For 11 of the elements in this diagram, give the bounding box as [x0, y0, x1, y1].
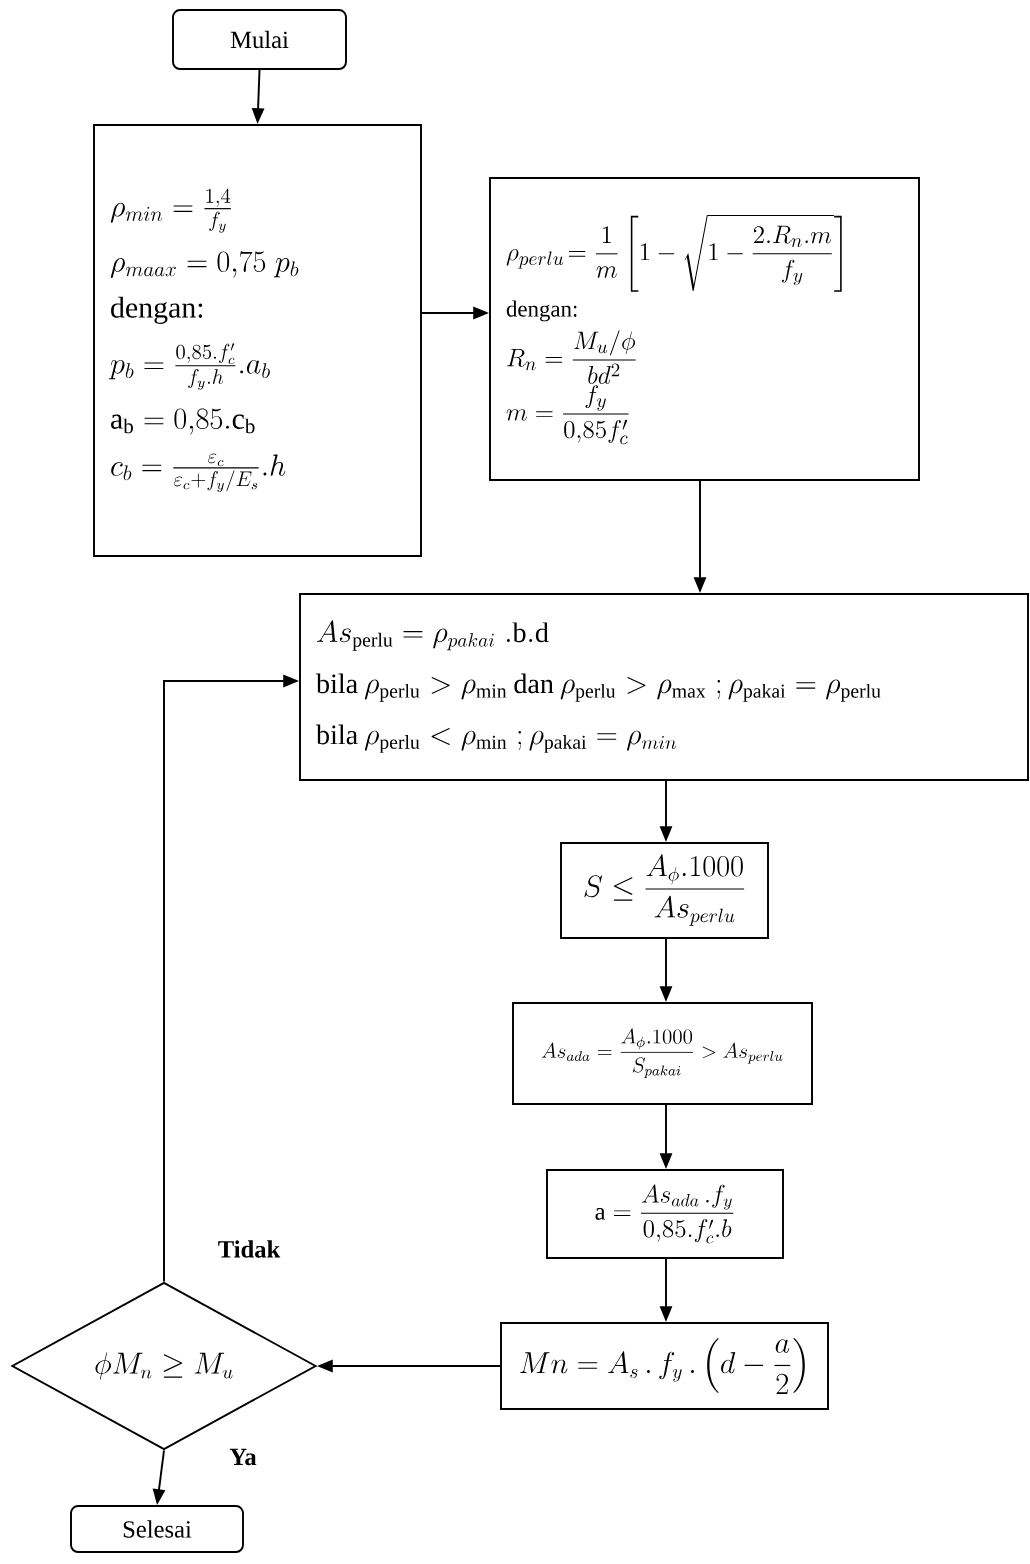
- process-box: $\mathrm{a}=\frac{As_{ada}\,.f_y}{0{,}85.f'_c.b}$: [546, 1169, 784, 1259]
- start-box: Mulai: [172, 9, 347, 70]
- process-box: $S\leq\frac{A_\phi.1000}{As_{perlu}}$: [560, 842, 769, 939]
- end-box: Selesai: [70, 1505, 244, 1553]
- process-box: $\rho_{perlu}\!=\frac{1}{m}\left[1-\sqrt{1-\frac{2.R_n.m}{f_y}}\right]$ dengan: $R_n=\frac{M_u/\phi}{bd^2}$ $m=\frac{f_y}{0{,}85f'_c}$: [489, 177, 920, 481]
- edge-label: Tidak: [218, 1240, 281, 1258]
- edge-label: Ya: [229, 1448, 257, 1466]
- process-box: $\rho_{min}=\frac{1{,}4}{f_y}$ $\rho_{maax}=0{,}75\;p_b$ dengan: $p_b=\frac{0{,}85.f'_c}{f_y.h}.a_b$ $\mathrm{a_b}=0{,}85.\mathrm{c_b}$ $c_b=\frac{\varepsilon_c}{\varepsilon_c+f_y/E_s}.h$: [93, 124, 422, 557]
- process-box: $As_{\mathrm{perlu}}=\rho_{pakai}\;.\mathrm{b.d}$ $\text{bila }\rho_{\mathrm{perlu}}>\rho_{\mathrm{min}}\text{ dan }\rho_{\mathrm{perlu}}>\rho_{\mathrm{max}}\;;\rho_{\mathrm{pakai}}=\rho_{\mathrm{perlu}}$ $\text{bila }\rho_{\mathrm{perlu}}<\rho_{\mathrm{min}}\;;\rho_{\mathrm{pakai}}=\rho_{min}$: [299, 593, 1029, 781]
- process-box: $Mn=A_s\,.\,f_y\,.\left(d-\frac{a}{2}\right)$: [500, 1322, 829, 1410]
- process-box: $As_{ada}=\frac{A_\phi.1000}{S_{pakai}}>As_{perlu}$: [512, 1002, 813, 1105]
